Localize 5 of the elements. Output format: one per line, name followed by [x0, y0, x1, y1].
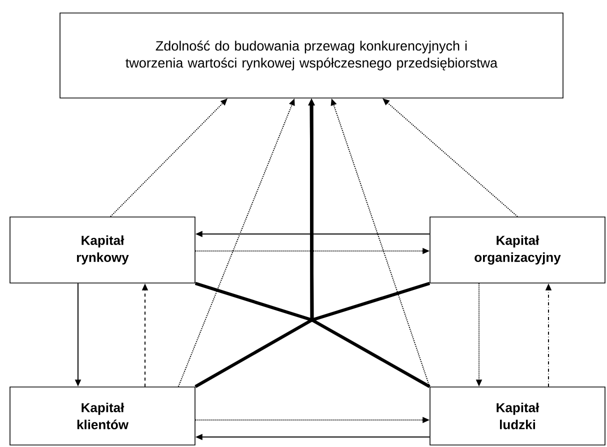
capital-box: Kapitał organizacyjny [430, 216, 606, 284]
capital-box: Kapitał klientów [10, 386, 196, 446]
capital-box: Kapitał rynkowy [10, 216, 196, 284]
capital-box: Kapitał ludzki [430, 386, 606, 446]
goal-box: Zdolność do budowania przewag konkurencyjnych i tworzenia wartości rynkowej współczesnego przedsiębiorstwa [60, 12, 564, 98]
